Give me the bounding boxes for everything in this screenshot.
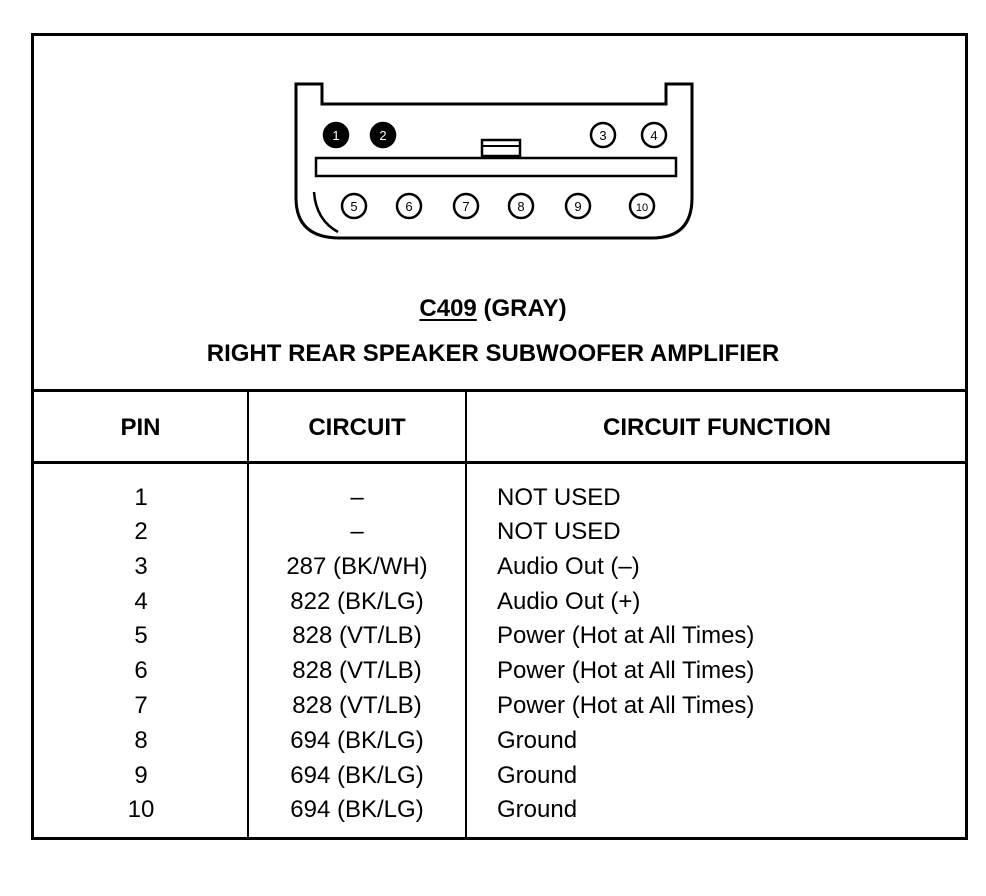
circuit-function: Power (Hot at All Times) bbox=[497, 657, 755, 684]
circuit-code: 828 (VT/LB) bbox=[292, 622, 422, 649]
connector-title: C409 (GRAY) bbox=[0, 295, 986, 323]
circuit-code: 828 (VT/LB) bbox=[292, 657, 422, 684]
table-row: 2 – NOT USED bbox=[0, 518, 986, 553]
connector-pin-8: 8 bbox=[507, 192, 535, 220]
circuit-code: 822 (BK/LG) bbox=[290, 588, 424, 615]
table-row: 8 694 (BK/LG) Ground bbox=[0, 727, 986, 762]
circuit-function: Ground bbox=[497, 796, 578, 823]
pin-number: 9 bbox=[134, 762, 148, 789]
pin-label: 2 bbox=[379, 128, 386, 143]
circuit-function: NOT USED bbox=[497, 518, 621, 545]
connector-pin-7: 7 bbox=[452, 192, 480, 220]
table-row: 5 828 (VT/LB) Power (Hot at All Times) bbox=[0, 622, 986, 657]
pin-number: 3 bbox=[134, 553, 148, 580]
table-row: 9 694 (BK/LG) Ground bbox=[0, 762, 986, 797]
circuit-code: 694 (BK/LG) bbox=[290, 796, 424, 823]
table-top-rule bbox=[31, 389, 968, 392]
circuit-code: 694 (BK/LG) bbox=[290, 762, 424, 789]
header-circuit-function: CIRCUIT FUNCTION bbox=[603, 414, 831, 441]
pin-label: 6 bbox=[405, 199, 412, 214]
table-header-rule bbox=[31, 461, 968, 464]
connector-latch bbox=[480, 138, 522, 158]
connector-pins: 1 2 3 4 5 6 7 8 9 10 bbox=[322, 121, 668, 220]
pin-number: 5 bbox=[134, 622, 148, 649]
circuit-function: NOT USED bbox=[497, 484, 621, 511]
column-divider bbox=[247, 389, 249, 840]
pin-label: 7 bbox=[462, 199, 469, 214]
pin-number: 10 bbox=[127, 796, 155, 823]
connector-color: (GRAY) bbox=[483, 295, 567, 322]
column-divider bbox=[465, 389, 467, 840]
connector-pin-2: 2 bbox=[369, 121, 397, 149]
circuit-function: Ground bbox=[497, 762, 578, 789]
pin-number: 1 bbox=[134, 484, 148, 511]
circuit-code: 694 (BK/LG) bbox=[290, 727, 424, 754]
circuit-function: Audio Out (–) bbox=[497, 553, 640, 580]
diagram-frame bbox=[31, 33, 968, 840]
pin-label: 1 bbox=[332, 128, 339, 143]
pin-label: 10 bbox=[636, 202, 648, 214]
pin-label: 8 bbox=[517, 199, 524, 214]
circuit-function: Power (Hot at All Times) bbox=[497, 692, 755, 719]
table-row: 10 694 (BK/LG) Ground bbox=[0, 796, 986, 831]
pin-number: 4 bbox=[134, 588, 148, 615]
header-pin: PIN bbox=[120, 414, 161, 441]
connector-separator-bar bbox=[314, 156, 678, 178]
table-row: 1 – NOT USED bbox=[0, 484, 986, 519]
connector-face-diagram: 1 2 3 4 5 6 7 8 9 10 bbox=[294, 82, 694, 240]
connector-id: C409 bbox=[419, 295, 477, 322]
pin-number: 7 bbox=[134, 692, 148, 719]
pin-number: 8 bbox=[134, 727, 148, 754]
table-row: 7 828 (VT/LB) Power (Hot at All Times) bbox=[0, 692, 986, 727]
pin-label: 4 bbox=[650, 128, 657, 143]
connector-housing bbox=[294, 82, 694, 240]
table-row: 4 822 (BK/LG) Audio Out (+) bbox=[0, 588, 986, 623]
circuit-function: Audio Out (+) bbox=[497, 588, 641, 615]
connector-pin-5: 5 bbox=[340, 192, 368, 220]
connector-pin-10: 10 bbox=[628, 192, 656, 220]
housing-inner-curve bbox=[312, 191, 339, 234]
circuit-code: – bbox=[350, 484, 364, 511]
table-row: 6 828 (VT/LB) Power (Hot at All Times) bbox=[0, 657, 986, 692]
pin-number: 6 bbox=[134, 657, 148, 684]
header-circuit: CIRCUIT bbox=[308, 414, 406, 441]
connector-pin-3: 3 bbox=[589, 121, 617, 149]
circuit-code: 828 (VT/LB) bbox=[292, 692, 422, 719]
connector-pin-1: 1 bbox=[322, 121, 350, 149]
circuit-code: 287 (BK/WH) bbox=[286, 553, 428, 580]
pin-number: 2 bbox=[134, 518, 148, 545]
table-row: 3 287 (BK/WH) Audio Out (–) bbox=[0, 553, 986, 588]
pin-label: 5 bbox=[350, 199, 357, 214]
circuit-function: Ground bbox=[497, 727, 578, 754]
connector-pin-4: 4 bbox=[640, 121, 668, 149]
circuit-code: – bbox=[350, 518, 364, 545]
connector-pin-9: 9 bbox=[564, 192, 592, 220]
circuit-function: Power (Hot at All Times) bbox=[497, 622, 755, 649]
connector-pin-6: 6 bbox=[395, 192, 423, 220]
pin-label: 9 bbox=[574, 199, 581, 214]
pin-label: 3 bbox=[599, 128, 606, 143]
connector-description: RIGHT REAR SPEAKER SUBWOOFER AMPLIFIER bbox=[206, 340, 780, 367]
